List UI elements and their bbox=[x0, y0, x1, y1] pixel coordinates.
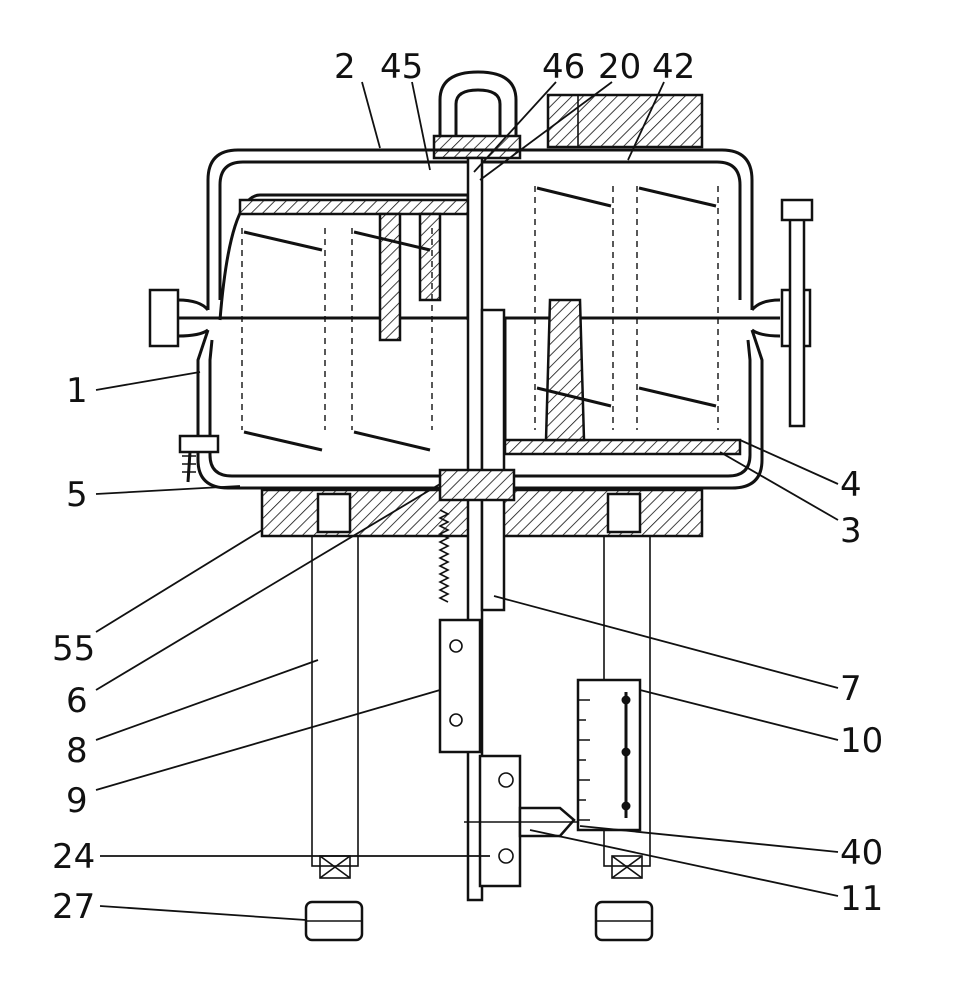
callout-labels: 2 45 46 20 42 1 5 55 6 8 9 24 27 4 3 7 1… bbox=[52, 47, 883, 927]
callout-2: 2 bbox=[334, 47, 356, 87]
upper-housing bbox=[206, 93, 754, 310]
callout-20: 20 bbox=[598, 47, 641, 87]
callout-46: 46 bbox=[542, 47, 585, 87]
callout-24: 24 bbox=[52, 837, 95, 877]
flange-clamp bbox=[148, 198, 814, 428]
callout-10: 10 bbox=[840, 721, 883, 761]
diaphragm-plates bbox=[218, 193, 742, 456]
callout-11: 11 bbox=[840, 879, 883, 919]
callout-9: 9 bbox=[66, 781, 88, 821]
callout-7: 7 bbox=[840, 669, 862, 709]
callout-55: 55 bbox=[52, 629, 95, 669]
callout-42: 42 bbox=[652, 47, 695, 87]
callout-45: 45 bbox=[380, 47, 423, 87]
air-fitting bbox=[178, 434, 220, 483]
stem bbox=[438, 156, 580, 902]
callout-5: 5 bbox=[66, 475, 88, 515]
callout-40: 40 bbox=[840, 833, 883, 873]
stroke-scale bbox=[576, 678, 642, 832]
callout-27: 27 bbox=[52, 887, 95, 927]
lifting-eye bbox=[432, 70, 522, 160]
callout-1: 1 bbox=[66, 371, 88, 411]
leaders bbox=[95, 81, 839, 921]
springs bbox=[241, 186, 719, 452]
callout-8: 8 bbox=[66, 731, 88, 771]
callout-4: 4 bbox=[840, 465, 862, 505]
callout-3: 3 bbox=[840, 511, 862, 551]
callout-6: 6 bbox=[66, 681, 88, 721]
